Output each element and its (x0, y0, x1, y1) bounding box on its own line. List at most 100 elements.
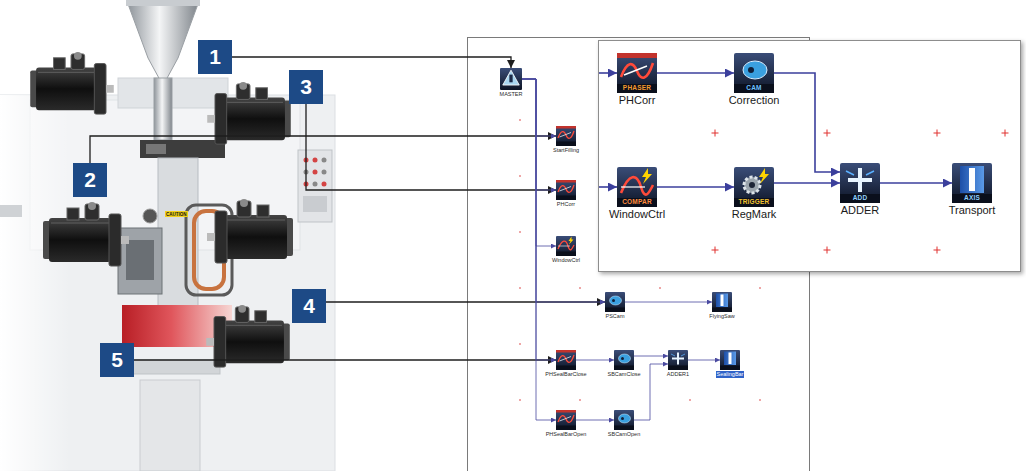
block-icon (556, 236, 576, 256)
block-icon-graphic (840, 163, 880, 203)
block-icon (556, 180, 576, 200)
hopper-part (126, 0, 200, 6)
hopper-part (154, 78, 172, 140)
servo-motors-part-part (207, 199, 293, 263)
function-block: MASTER (500, 68, 522, 90)
forming-section-part (126, 240, 154, 280)
servo-motors-part (30, 52, 114, 114)
software-panel-part-part (519, 343, 521, 345)
function-block: PHASERPHCorr (617, 53, 657, 93)
software-panel-part-part (759, 399, 761, 401)
warning-label: CAUTION (165, 211, 188, 217)
block-name: PSCam (606, 313, 625, 320)
function-block: AXISTransport (952, 163, 992, 203)
block-type: PHASER (623, 84, 651, 92)
function-block: ADDER1 (668, 350, 688, 370)
control-panel-part (313, 170, 318, 175)
block-icon-graphic (556, 180, 576, 200)
block-name: SBCamClose (608, 371, 641, 378)
signal-connector (774, 182, 840, 184)
function-block: PHCorr (556, 180, 576, 200)
servo-motors-part (206, 305, 290, 367)
block-icon-graphic (614, 350, 634, 370)
callout-box: 4 (292, 289, 326, 323)
callout-box: 2 (73, 163, 107, 197)
function-block: SBCamOpen (614, 410, 634, 430)
signal-connector (774, 73, 840, 172)
signal-connector (634, 356, 668, 357)
function-block: PHSealBarOpen (556, 410, 576, 430)
block-icon (712, 292, 732, 312)
zoom-panel (599, 41, 1021, 272)
zoom-panel-part-part (712, 130, 719, 137)
function-block: WindowCtrl (556, 236, 576, 256)
servo-motors-part-part (207, 82, 291, 144)
servo-motors-part-part (206, 305, 290, 367)
callout-number: 4 (303, 294, 315, 318)
servo-motors-part (207, 199, 293, 263)
block-icon (556, 350, 576, 370)
servo-motors (30, 52, 293, 367)
block-icon-graphic (734, 53, 774, 93)
block-icon-graphic (614, 410, 634, 430)
control-panel (298, 150, 332, 222)
block-name: RegMark (732, 208, 777, 221)
block-name: ADDER1 (667, 371, 689, 378)
machine-body-part (0, 95, 70, 471)
block-icon-graphic (734, 167, 774, 207)
function-block: StartFilling (556, 126, 576, 146)
block-name: FlyingSaw (709, 313, 734, 320)
block-icon-graphic (556, 126, 576, 146)
servo-motors-part (207, 82, 291, 144)
block-type: ADD (853, 194, 868, 202)
block-name: PHCorr (557, 201, 575, 208)
block-name: StartFilling (553, 147, 579, 154)
callout-arrow (306, 104, 556, 190)
function-block: SBCamClose (614, 350, 634, 370)
block-type: CAM (746, 84, 761, 92)
zoom-panel-part-part (934, 130, 941, 137)
zoom-panel-part (712, 130, 1009, 254)
function-block: PHSealBarClose (556, 350, 576, 370)
block-name: ADDER (841, 204, 880, 217)
block-icon-graphic (720, 350, 740, 370)
block-icon-graphic (712, 292, 732, 312)
block-icon-graphic (556, 350, 576, 370)
control-panel-part (313, 182, 318, 187)
block-name: MASTER (500, 91, 523, 98)
bag-outlet-part (140, 380, 200, 471)
software-panel-part-part (759, 287, 761, 289)
machine-body-part (0, 95, 335, 471)
software-panel-part-part (519, 231, 521, 233)
block-icon-graphic (556, 410, 576, 430)
block-icon (720, 350, 740, 370)
function-block: PSCam (605, 292, 625, 312)
block-icon (614, 410, 634, 430)
block-icon-graphic (500, 68, 522, 90)
signal-connector (522, 79, 556, 360)
function-block: SealingBar (720, 350, 740, 370)
zoom-panel-part-part (712, 247, 719, 254)
block-icon-graphic (617, 167, 657, 207)
block-name: WindowCtrl (609, 208, 665, 221)
block-icon (500, 68, 522, 90)
zoom-panel-part (599, 41, 1021, 272)
bag-outlet (120, 360, 220, 471)
bag-outlet-part (120, 360, 220, 374)
hopper-part (128, 4, 198, 80)
block-icon (668, 350, 688, 370)
software-panel-part-part (579, 399, 581, 401)
forming-section-part (140, 140, 225, 158)
signal-connector (880, 182, 952, 184)
callout-arrow (134, 359, 556, 360)
signal-connector (657, 186, 734, 188)
signal-connector (522, 79, 556, 190)
block-type: TRIGGER (738, 198, 769, 206)
signal-connector (657, 72, 734, 74)
software-panel-part-part (689, 399, 691, 401)
zoom-panel-part (599, 72, 617, 74)
block-name: Transport (949, 204, 996, 217)
control-panel-part (298, 150, 332, 222)
